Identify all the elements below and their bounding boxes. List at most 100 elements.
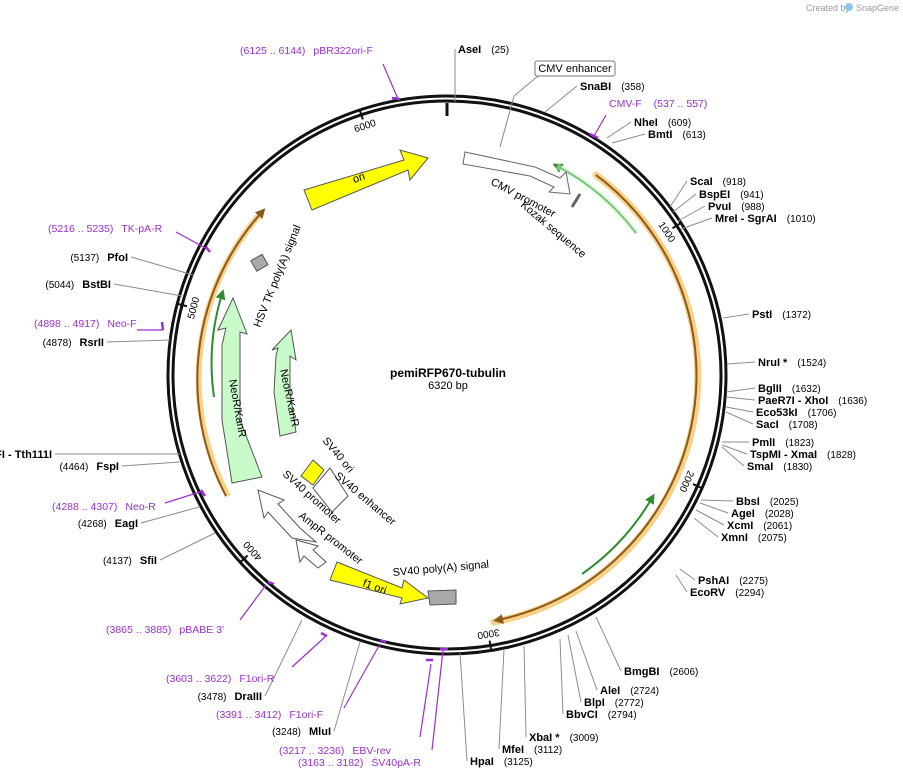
neo-region-outer[interactable] <box>195 208 266 498</box>
enzyme-name: TspMI - XmaI <box>750 449 817 461</box>
enzyme-site[interactable]: PmlI (1823) <box>722 437 814 449</box>
enzyme-site[interactable]: SacI(1708) <box>725 411 818 431</box>
primer-site[interactable]: (6125 .. 6144)pBR322ori-F <box>240 45 401 101</box>
restriction-sites: AseI(25) SnaBI(358) NheI(609)BmtI(613) ScaI… <box>0 44 867 768</box>
snapgene-logo-icon <box>845 3 853 11</box>
enzyme-site[interactable]: BstBI(5044) <box>45 279 183 297</box>
enzyme-site[interactable]: SmaI(1830) <box>721 446 812 473</box>
enzyme-leader-line <box>606 121 632 139</box>
enzyme-site[interactable]: BmtI(613) <box>611 129 706 144</box>
enzyme-site[interactable]: AseI(25) <box>454 44 509 102</box>
primer-site[interactable]: (3163 .. 3182)SV40pA-R <box>298 647 448 769</box>
enzyme-site[interactable]: XbaI *(3009) <box>523 645 598 744</box>
enzyme-leader-line <box>575 630 598 691</box>
backbone-tick <box>488 640 493 651</box>
enzyme-name: PmlI <box>752 437 775 449</box>
neor-inner-feature[interactable]: NeoR/KanR <box>271 328 301 437</box>
enzyme-site[interactable]: NheI(609) <box>606 117 691 139</box>
enzyme-position: (1706) <box>808 408 837 419</box>
enzyme-site[interactable]: XmnI(2075) <box>693 517 787 544</box>
orf-feature[interactable] <box>490 163 702 626</box>
enzyme-leader-line <box>680 217 713 230</box>
enzyme-site[interactable]: BspEI(941) <box>672 189 764 213</box>
primer-leader-line <box>419 663 432 738</box>
enzyme-name: EagI <box>115 518 138 530</box>
primer-site[interactable]: CMV-F(537 .. 557) <box>589 98 707 140</box>
primer-name: F1ori-F <box>289 709 323 721</box>
enzyme-site[interactable]: AleI (2724) <box>575 630 659 697</box>
cmv-promoter-feature[interactable]: CMV promoter Kozak sequence <box>462 151 588 261</box>
enzyme-position: (1010) <box>787 214 816 225</box>
enzyme-name: PaeR7I - XhoI <box>758 395 828 407</box>
cmv-enhancer-feature[interactable]: CMV enhancer <box>499 60 616 148</box>
enzyme-site[interactable]: PaeR7I - XhoI(1636) <box>725 395 867 407</box>
enzyme-site[interactable]: SnaBI(358) <box>544 81 645 113</box>
enzyme-site[interactable]: Eco53kI(1706) <box>725 406 837 419</box>
sv40-ori-box <box>300 459 325 486</box>
enzyme-position: (4137) <box>103 556 132 567</box>
enzyme-position: (2061) <box>763 521 792 532</box>
enzyme-position: (1372) <box>782 310 811 321</box>
enzyme-leader-line <box>130 256 194 276</box>
primer-site[interactable]: (4898 .. 4917)Neo-F <box>34 318 165 331</box>
enzyme-site[interactable]: PvuI(988) <box>677 201 765 222</box>
primer-site[interactable]: (3391 .. 3412)F1ori-F <box>216 638 387 721</box>
neor-inner-arrow <box>271 328 297 437</box>
enzyme-site[interactable]: ScaI(918) <box>669 176 746 208</box>
enzyme-leader-line <box>544 85 578 113</box>
enzyme-site[interactable]: SfiI(4137) <box>103 532 216 567</box>
enzyme-position: (1708) <box>789 420 818 431</box>
enzyme-name: AleI <box>600 685 620 697</box>
enzyme-site[interactable]: NruI *(1524) <box>726 357 826 369</box>
enzyme-site[interactable]: XcmI(2061) <box>695 509 792 532</box>
ori-feature[interactable]: ori <box>303 149 429 211</box>
enzyme-site[interactable]: DraIII(3478) <box>198 619 303 703</box>
enzyme-position: (1823) <box>785 438 814 449</box>
enzyme-leader-line <box>140 506 200 524</box>
hsv-tk-feature[interactable]: HSV TK poly(A) signal <box>250 223 304 329</box>
enzyme-name: NheI <box>634 117 658 129</box>
enzyme-site[interactable]: PfoI(5137) <box>70 252 194 276</box>
backbone-outer-ring <box>166 94 728 656</box>
cmv-promoter-arrow <box>462 151 571 195</box>
enzyme-site[interactable]: PstI(1372) <box>722 309 811 321</box>
enzyme-site[interactable]: TspMI - XmaI(1828) <box>721 444 856 461</box>
sv40-enhancer-feature[interactable]: SV40 enhancer <box>312 467 398 528</box>
primer-range: (3163 .. 3182) <box>298 757 363 769</box>
enzyme-leader-line <box>675 574 688 593</box>
enzyme-leader-line <box>106 339 171 343</box>
ori-label: ori <box>351 170 367 185</box>
enzyme-position: (918) <box>723 177 746 188</box>
sv40-promoter-arrow <box>257 489 318 543</box>
neor-outer-arrow <box>217 296 263 484</box>
enzyme-position: (2275) <box>739 576 768 587</box>
enzyme-site[interactable]: BmgBI(2606) <box>595 616 698 678</box>
primer-site[interactable]: (3603 .. 3622)F1ori-R <box>166 631 328 685</box>
primer-site[interactable]: (4288 .. 4307)Neo-R <box>52 489 207 513</box>
enzyme-site[interactable]: RsrII(4878) <box>43 337 171 349</box>
enzyme-leader-line <box>672 193 697 213</box>
enzyme-site[interactable]: BbsI(2025) <box>700 496 799 508</box>
enzyme-site[interactable]: EagI(4268) <box>78 506 200 530</box>
enzyme-site[interactable]: FspI(4464) <box>59 461 181 473</box>
enzyme-position: (941) <box>740 190 763 201</box>
enzyme-site[interactable]: AgeI(2028) <box>699 502 794 520</box>
enzyme-name: SmaI <box>747 461 773 473</box>
enzyme-site[interactable]: MreI - SgrAI(1010) <box>680 213 816 230</box>
primer-binding-mark <box>160 321 165 331</box>
enzyme-site[interactable]: PshAI(2275) <box>679 568 768 587</box>
enzyme-site[interactable]: HpaI(3125) <box>459 652 533 768</box>
enzyme-site[interactable]: BlpI(2772) <box>567 634 644 709</box>
snapgene-credit: Created by SnapGene <box>806 3 899 13</box>
primer-site[interactable]: (5216 .. 5235)TK-pA-R <box>48 223 211 253</box>
enzyme-site[interactable]: EcoRV(2294) <box>675 574 764 599</box>
enzyme-site[interactable]: MluI(3248) <box>272 641 361 738</box>
primer-site[interactable]: (3865 .. 3885)pBABE 3' <box>106 580 275 636</box>
enzyme-site[interactable]: MfeI(3112) <box>498 648 562 756</box>
enzyme-site[interactable]: BglII(1632) <box>725 383 821 395</box>
enzyme-site[interactable]: BbvCI(2794) <box>559 638 637 721</box>
enzyme-leader-line <box>726 361 756 365</box>
primer-site[interactable]: (3217 .. 3236)EBV-rev <box>279 658 433 757</box>
enzyme-site[interactable]: PflFI - Tth111I(4480) <box>0 449 180 461</box>
enzyme-position: (2724) <box>630 686 659 697</box>
